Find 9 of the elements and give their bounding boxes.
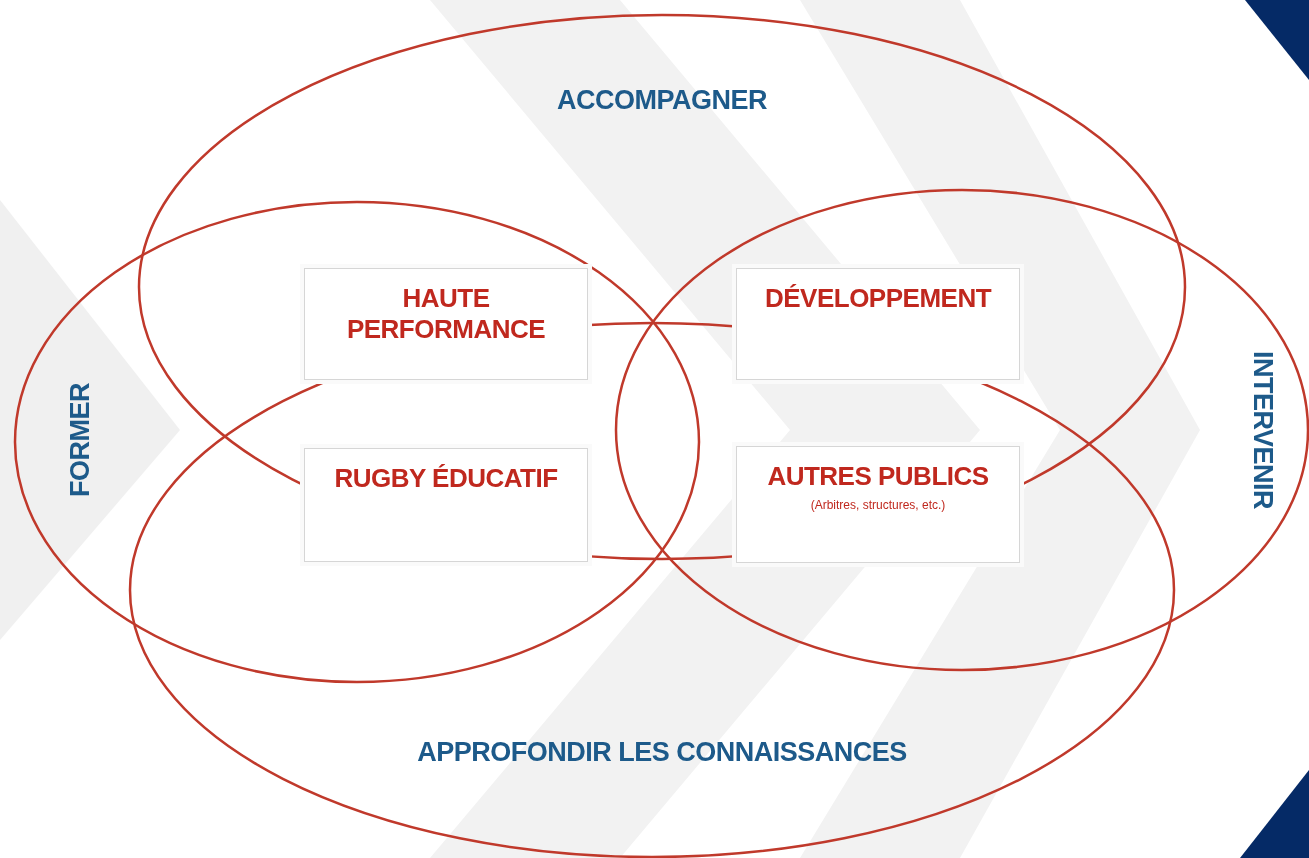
category-title: AUTRES PUBLICS [767, 461, 989, 493]
ellipse-label: FORMER [64, 383, 96, 497]
ellipse-label: APPROFONDIR LES CONNAISSANCES [417, 736, 907, 768]
ellipse-label: ACCOMPAGNER [557, 84, 767, 116]
category-title: HAUTE PERFORMANCE [345, 283, 547, 346]
category-subtitle: (Arbitres, structures, etc.) [810, 498, 946, 513]
ellipse-label: INTERVENIR [1246, 351, 1278, 509]
category-title: RUGBY ÉDUCATIF [334, 463, 558, 495]
category-title: DÉVELOPPEMENT [764, 283, 992, 315]
